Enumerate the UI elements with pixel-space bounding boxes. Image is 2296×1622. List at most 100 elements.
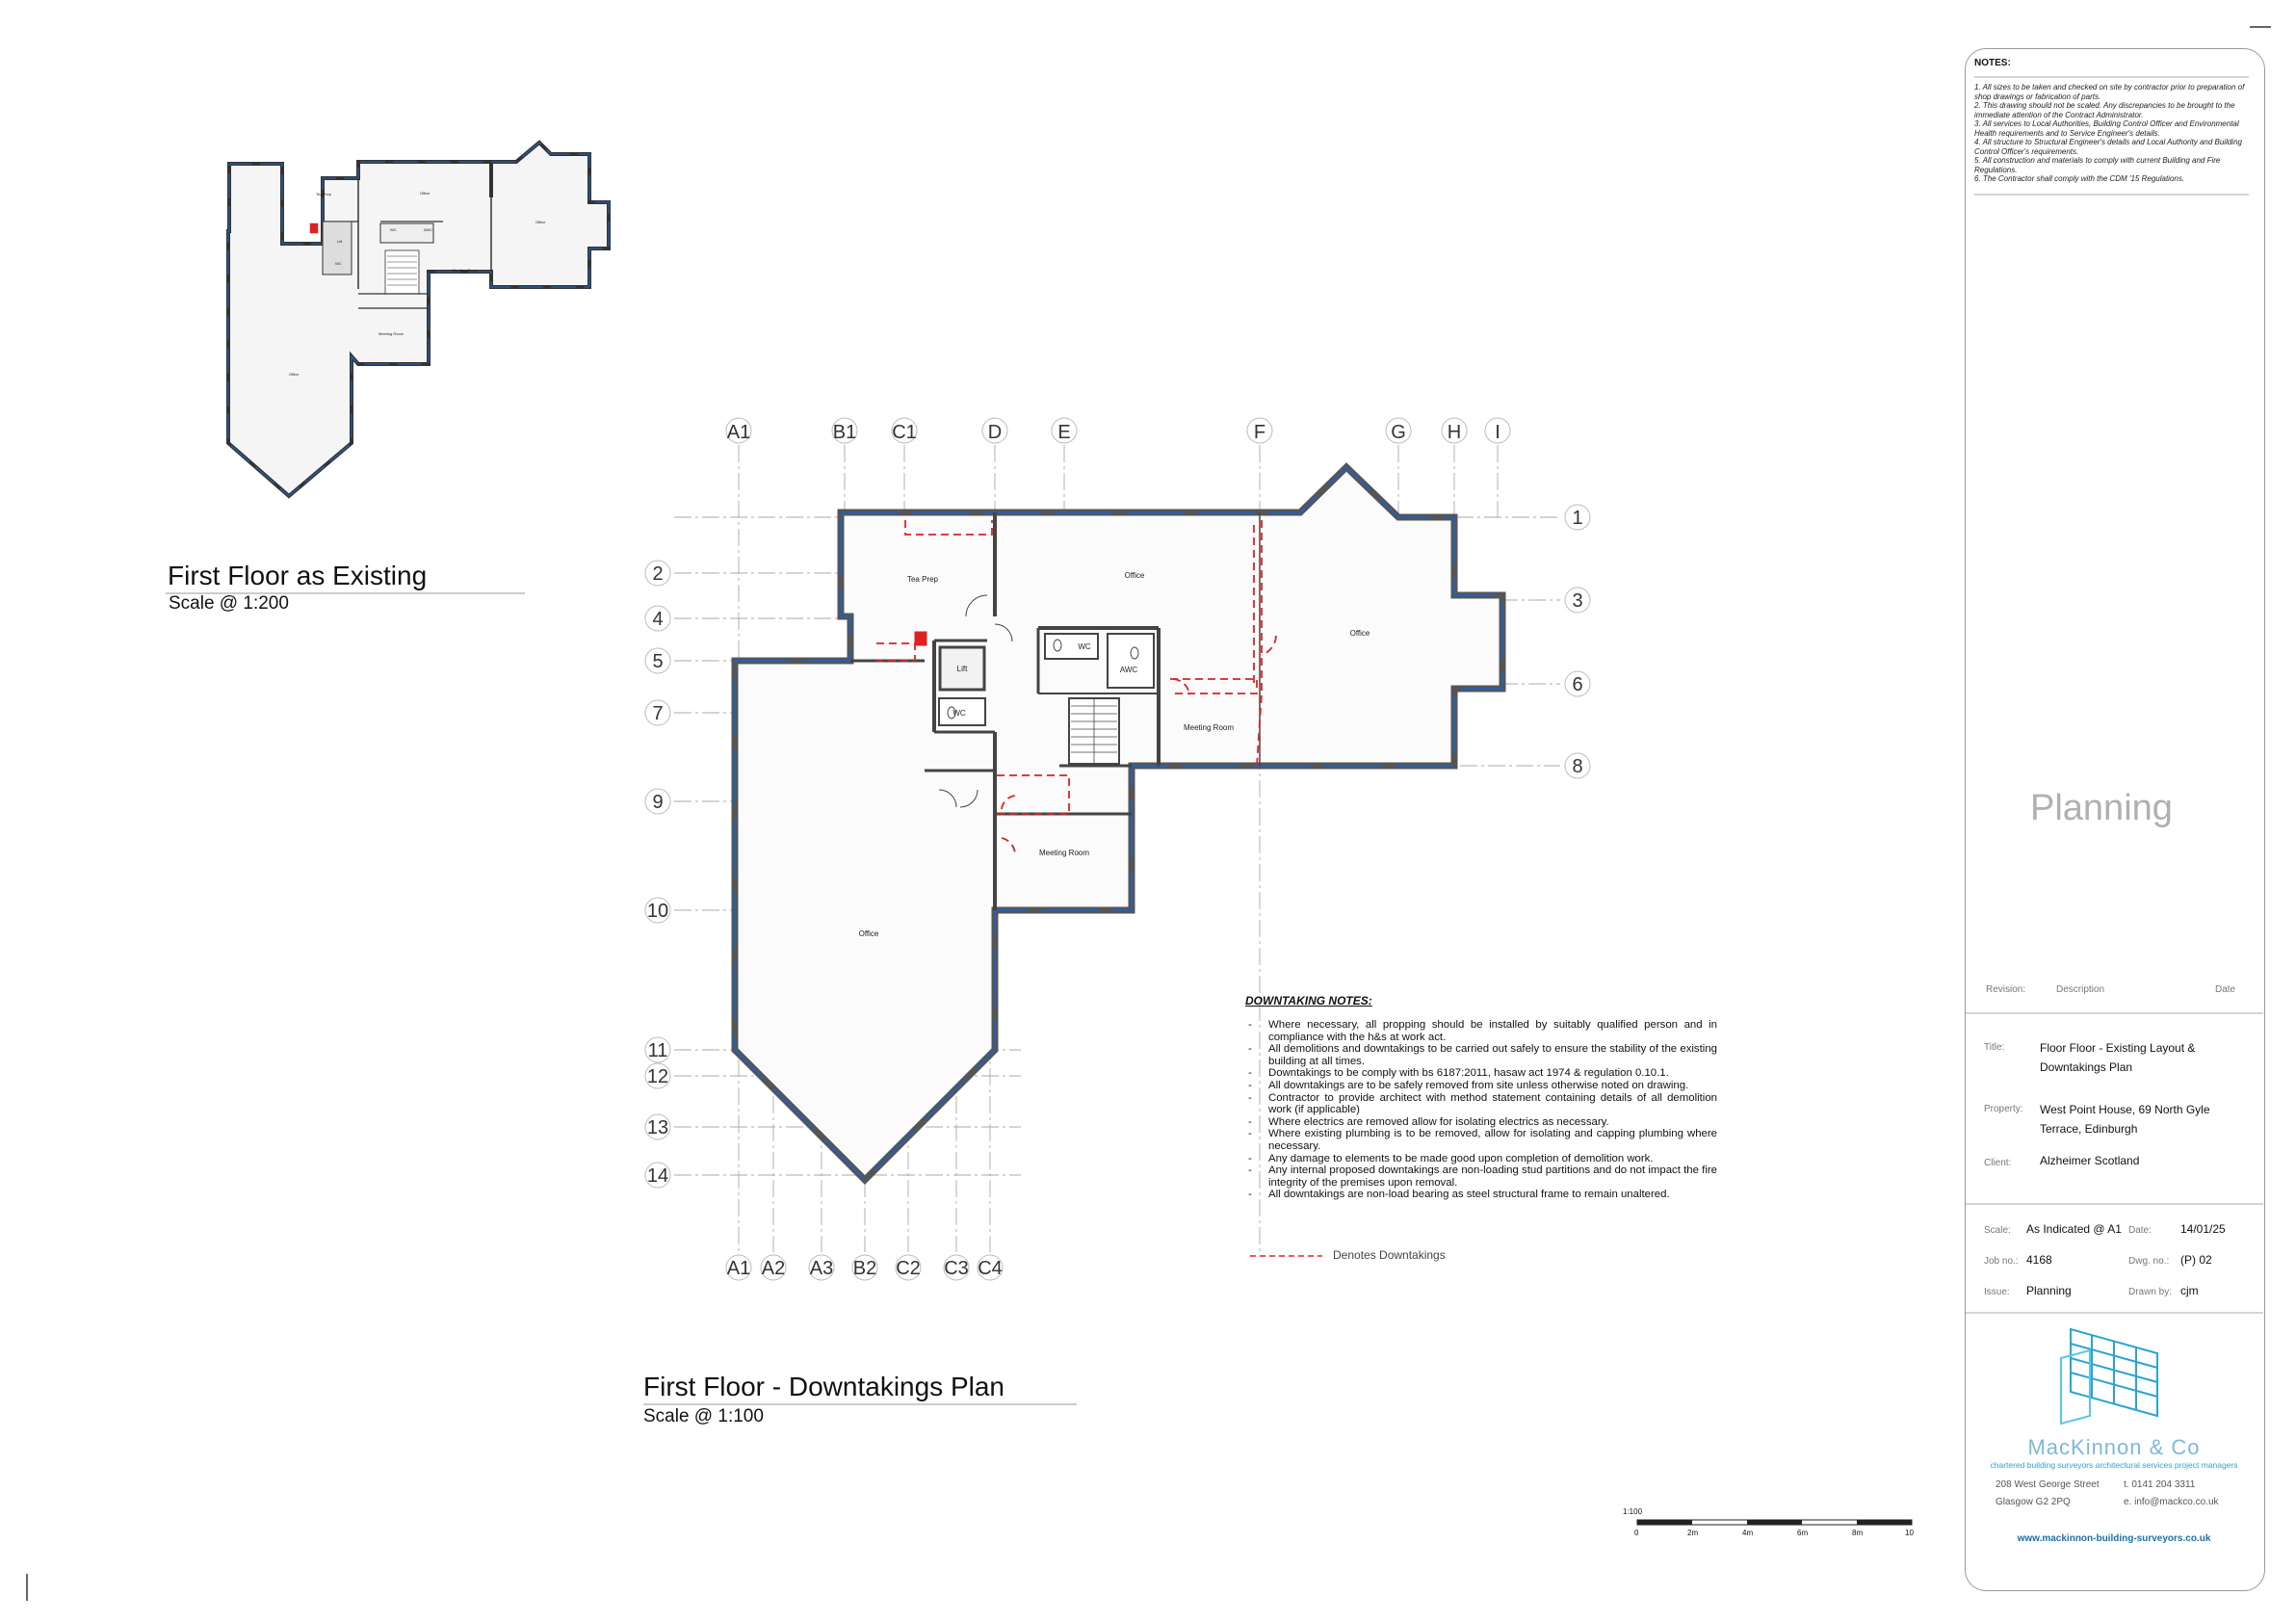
svg-text:Lift: Lift <box>337 239 343 244</box>
svg-text:C4: C4 <box>978 1258 1003 1279</box>
svg-text:AWC: AWC <box>1120 666 1138 674</box>
downtaking-note: All downtakings are to be safely removed… <box>1245 1080 1717 1092</box>
job-label: Job no.: <box>1984 1256 2019 1267</box>
existing-plan-title: First Floor as Existing <box>168 561 428 590</box>
core-rooms <box>914 631 1155 765</box>
svg-text:Meeting Room: Meeting Room <box>1184 723 1234 732</box>
grid-labels-left: 2 4 5 7 9 10 11 12 13 14 <box>647 563 668 1187</box>
svg-text:WC: WC <box>952 709 966 718</box>
svg-text:6: 6 <box>1572 674 1582 695</box>
scale-bar-tick: 8m <box>1852 1529 1864 1537</box>
svg-text:A3: A3 <box>810 1258 833 1279</box>
scale-value: As Indicated @ A1 <box>2026 1222 2122 1236</box>
date-value: 14/01/25 <box>2180 1222 2226 1236</box>
svg-text:2: 2 <box>652 563 663 585</box>
svg-text:10: 10 <box>647 901 668 922</box>
svg-text:B1: B1 <box>833 422 856 443</box>
title-block <box>1965 48 2265 1591</box>
property-value: West Point House, 69 North Gyle Terrace,… <box>2040 1103 2210 1136</box>
svg-text:Meeting Room: Meeting Room <box>378 331 404 336</box>
svg-text:WC: WC <box>1078 642 1091 651</box>
svg-text:Tea Prep: Tea Prep <box>316 192 332 196</box>
svg-text:Meeting Room: Meeting Room <box>453 268 479 273</box>
date-label: Date: <box>2128 1225 2152 1236</box>
general-note: 3. All services to Local Authorities, Bu… <box>1974 119 2239 138</box>
svg-text:12: 12 <box>647 1066 668 1087</box>
description-header: Description <box>2056 984 2105 995</box>
scale-bar-tick: 10 <box>1905 1529 1914 1537</box>
svg-text:11: 11 <box>648 1040 668 1061</box>
grid-labels-top: A1 B1 C1 D E F G H I <box>727 422 1500 443</box>
address-line-2: Glasgow G2 2PQ <box>1996 1497 2071 1507</box>
drawn-label: Drawn by: <box>2128 1287 2173 1297</box>
company-website[interactable]: www.mackinnon-building-surveyors.co.uk <box>2017 1533 2211 1544</box>
downtakings-red-lines <box>876 520 1277 856</box>
general-note: 1. All sizes to be taken and checked on … <box>1974 83 2245 101</box>
company-name: MacKinnon & Co <box>2027 1435 2201 1459</box>
date-header: Date <box>2215 984 2236 995</box>
downtaking-note: Where existing plumbing is to be removed… <box>1245 1128 1717 1152</box>
company-phone: t. 0141 204 3311 <box>2124 1479 2196 1490</box>
company-tagline: chartered building surveyors architectur… <box>1990 1460 2238 1470</box>
existing-room-labels: Tea Prep Office Office Lift WC AWC WC Me… <box>289 191 546 377</box>
svg-text:E: E <box>1057 422 1070 443</box>
issue-value: Planning <box>2026 1284 2072 1297</box>
svg-text:Office: Office <box>420 191 430 196</box>
svg-text:WC: WC <box>390 227 397 232</box>
downtakings-plan-scale: Scale @ 1:100 <box>643 1406 764 1426</box>
legend-downtakings-label: Denotes Downtakings <box>1333 1248 1446 1262</box>
svg-text:4: 4 <box>652 609 663 630</box>
scale-bar-tick: 6m <box>1797 1529 1809 1537</box>
svg-text:I: I <box>1495 422 1500 443</box>
client-value: Alzheimer Scotland <box>2040 1154 2140 1167</box>
dwg-label: Dwg. no.: <box>2128 1256 2170 1267</box>
svg-text:H: H <box>1448 422 1461 443</box>
svg-text:Office: Office <box>1350 629 1370 638</box>
svg-text:1: 1 <box>1572 508 1582 529</box>
general-note: 2. This drawing should not be scaled. An… <box>1974 101 2235 119</box>
grid-labels-right: 1 3 6 8 <box>1572 508 1582 777</box>
svg-text:A2: A2 <box>762 1258 785 1279</box>
doors <box>938 594 1013 808</box>
general-note: 5. All construction and materials to com… <box>1974 156 2221 174</box>
dwg-value: (P) 02 <box>2180 1253 2212 1267</box>
downtaking-note: Any internal proposed downtakings are no… <box>1245 1164 1717 1189</box>
existing-floor-plan <box>226 140 611 499</box>
existing-plan-scale: Scale @ 1:200 <box>169 593 289 614</box>
svg-text:C2: C2 <box>896 1258 921 1279</box>
scale-bar-label: 1:100 <box>1623 1507 1643 1516</box>
svg-text:13: 13 <box>647 1117 668 1138</box>
svg-text:5: 5 <box>652 651 663 672</box>
scale-bar-tick: 0 <box>1634 1529 1639 1537</box>
svg-text:Tea Prep: Tea Prep <box>907 575 939 584</box>
scale-bar-tick: 4m <box>1742 1529 1754 1537</box>
client-label: Client: <box>1984 1158 2012 1168</box>
address-line-1: 208 West George Street <box>1996 1479 2100 1490</box>
svg-text:14: 14 <box>647 1165 668 1187</box>
property-label: Property: <box>1984 1104 2023 1114</box>
svg-text:Meeting Room: Meeting Room <box>1039 849 1089 857</box>
svg-text:WC: WC <box>335 261 342 266</box>
svg-text:B2: B2 <box>853 1258 876 1279</box>
company-logo <box>2060 1327 2158 1426</box>
issue-label: Issue: <box>1984 1287 2010 1297</box>
general-note: 6. The Contractor shall comply with the … <box>1974 174 2185 183</box>
svg-text:9: 9 <box>652 792 663 813</box>
grid-labels-bottom: A1 A2 A3 B2 C2 C3 C4 <box>727 1258 1003 1279</box>
general-notes: 1. All sizes to be taken and checked on … <box>1974 83 2249 184</box>
downtaking-note: Downtakings to be comply with bs 6187:20… <box>1245 1067 1717 1080</box>
svg-text:7: 7 <box>652 703 663 724</box>
title-value: Floor Floor - Existing Layout & Downtaki… <box>2040 1041 2196 1074</box>
downtaking-notes: DOWNTAKING NOTES: Where necessary, all p… <box>1245 994 1717 1201</box>
status-watermark: Planning <box>2030 788 2173 828</box>
downtaking-note: Where necessary, all propping should be … <box>1245 1019 1717 1043</box>
svg-text:C3: C3 <box>944 1258 969 1279</box>
svg-text:3: 3 <box>1572 590 1582 612</box>
svg-text:AWC: AWC <box>424 227 432 232</box>
company-email[interactable]: e. info@mackco.co.uk <box>2124 1497 2219 1507</box>
downtaking-note: All downtakings are non-load bearing as … <box>1245 1189 1717 1201</box>
svg-text:8: 8 <box>1572 756 1582 777</box>
svg-text:Lift: Lift <box>957 665 968 673</box>
revision-header: Revision: <box>1986 984 2026 995</box>
title-block-lines <box>1965 76 2263 1314</box>
